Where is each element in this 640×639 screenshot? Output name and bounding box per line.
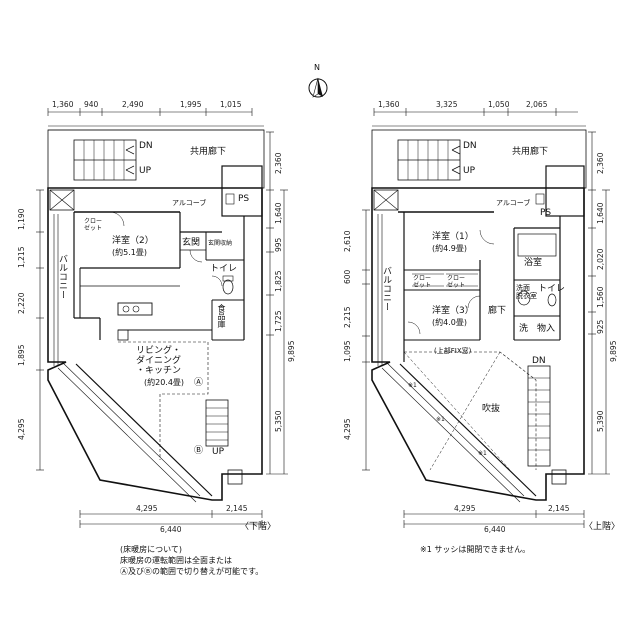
lower-ldk-name: リビング・ ダイニング ・キッチン xyxy=(136,346,182,376)
lower-heating-zone-a: Ⓐ xyxy=(194,378,204,388)
upper-room3-name: 洋室（3） xyxy=(432,306,474,316)
upper-bath-label: 浴室 xyxy=(524,258,543,268)
lower-note-line-1: 床暖房の運転範囲は全面または xyxy=(120,556,232,565)
lower-bottom-dim-1: 4,295 xyxy=(136,504,158,513)
upper-left-dim-5: 4,295 xyxy=(343,418,352,440)
lower-ps-label: PS xyxy=(238,194,250,204)
upper-room1-size: (約4.9畳) xyxy=(432,244,467,253)
upper-sash-mark-2: ※1 xyxy=(436,416,445,423)
upper-floor-plan xyxy=(362,108,610,528)
lower-right-dim-1: 2,360 xyxy=(274,152,283,174)
lower-bottom-dim-2: 2,145 xyxy=(226,504,248,513)
lower-balcony-label: バルコニー xyxy=(57,254,67,299)
upper-right-dim-6: 9,895 xyxy=(609,340,618,362)
upper-right-dim-2: 1,640 xyxy=(596,202,605,224)
lower-bottom-dim-3: 6,440 xyxy=(160,525,182,534)
lower-stair-up: UP xyxy=(139,166,152,176)
upper-top-dim-3: 1,050 xyxy=(488,100,510,109)
lower-stair-dn: DN xyxy=(139,141,153,151)
lower-left-dim-4: 1,895 xyxy=(17,344,26,366)
upper-left-dim-4: 1,095 xyxy=(343,340,352,362)
upper-room3-size: (約4.0畳) xyxy=(432,318,467,327)
upper-wash-mark: 洗 xyxy=(519,324,529,334)
lower-toilet-label: トイレ xyxy=(210,264,238,274)
upper-toilet-label: トイレ xyxy=(538,284,566,294)
north-arrow-icon xyxy=(308,77,328,98)
upper-left-dim-2: 600 xyxy=(343,269,352,284)
lower-note-line-2: Ⓐ及びⒷの範囲で切り替えが可能です。 xyxy=(120,567,264,576)
upper-top-dim-4: 2,065 xyxy=(526,100,548,109)
lower-corridor-label: 共用廊下 xyxy=(190,147,227,157)
upper-wash-label: 洗面 脱衣室 xyxy=(516,284,537,300)
upper-right-dim-4: 1,560 xyxy=(596,286,605,308)
upper-corridor-label: 共用廊下 xyxy=(512,147,549,157)
upper-closet-1-label: クロー ゼット xyxy=(413,275,432,289)
lower-right-dim-6: 9,895 xyxy=(287,340,296,362)
lower-right-dim-4: 1,825 xyxy=(274,270,283,292)
upper-top-dim-2: 3,325 xyxy=(436,100,458,109)
upper-sash-note: ※1 サッシは開閉できません。 xyxy=(420,545,531,554)
lower-closet-label: クロー ゼット xyxy=(84,218,103,232)
upper-right-dim-1: 2,360 xyxy=(596,152,605,174)
upper-bottom-dim-2: 2,145 xyxy=(548,504,570,513)
lower-note-title: (床暖房について) xyxy=(120,545,183,554)
upper-top-dim-1: 1,360 xyxy=(378,100,400,109)
upper-void-label: 吹抜 xyxy=(482,404,501,414)
upper-closet-2-label: クロー ゼット xyxy=(447,275,466,289)
lower-entrance-label: 玄関 xyxy=(182,238,201,248)
lower-left-dim-5: 4,295 xyxy=(17,418,26,440)
upper-hall-label: 廊下 xyxy=(488,306,507,316)
upper-fix-window-label: (上部FIX窓) xyxy=(434,347,472,355)
upper-right-dim-5: 925 xyxy=(596,319,605,334)
lower-room2-size: (約5.1畳) xyxy=(112,248,147,257)
lower-top-dim-4: 1,995 xyxy=(180,100,202,109)
lower-ldk-size: (約20.4畳) xyxy=(144,378,185,387)
upper-left-dim-1: 2,610 xyxy=(343,230,352,252)
lower-shoe-box-label: 玄関収納 xyxy=(208,240,233,247)
upper-storage-label: 物入 xyxy=(537,324,556,334)
upper-right-dim-7: 5,390 xyxy=(596,410,605,432)
lower-pantry-label: 食品庫 xyxy=(217,304,226,328)
lower-right-dim-7: 5,350 xyxy=(274,410,283,432)
lower-top-dim-2: 940 xyxy=(84,100,99,109)
upper-inner-stair-dn: DN xyxy=(532,356,546,366)
upper-bottom-dim-1: 4,295 xyxy=(454,504,476,513)
upper-stair-dn: DN xyxy=(463,141,477,151)
lower-top-dim-1: 1,360 xyxy=(52,100,74,109)
upper-sash-mark-1: ※1 xyxy=(408,382,417,389)
lower-floor-plan xyxy=(36,108,288,528)
upper-right-dim-3: 2,020 xyxy=(596,248,605,270)
lower-left-dim-2: 1,215 xyxy=(17,246,26,268)
compass-label: N xyxy=(314,63,320,72)
upper-ps-label: PS xyxy=(540,208,552,218)
lower-alcove-label: アルコーブ xyxy=(172,199,207,207)
upper-balcony-label: バルコニー xyxy=(381,266,391,311)
upper-sash-mark-3: ※1 xyxy=(478,450,487,457)
lower-left-dim-3: 2,220 xyxy=(17,292,26,314)
lower-right-dim-5: 1,725 xyxy=(274,310,283,332)
upper-alcove-label: アルコーブ xyxy=(496,199,531,207)
lower-floor-caption: 〈下階〉 xyxy=(240,522,277,532)
lower-right-dim-2: 1,640 xyxy=(274,202,283,224)
upper-floor-caption: 〈上階〉 xyxy=(584,522,621,532)
lower-left-dim-1: 1,190 xyxy=(17,208,26,230)
upper-bottom-dim-3: 6,440 xyxy=(484,525,506,534)
lower-heating-zone-b: Ⓑ xyxy=(194,446,204,456)
upper-left-dim-3: 2,215 xyxy=(343,306,352,328)
lower-top-dim-3: 2,490 xyxy=(122,100,144,109)
lower-top-dim-5: 1,015 xyxy=(220,100,242,109)
lower-room2-name: 洋室（2） xyxy=(112,236,154,246)
upper-stair-up: UP xyxy=(463,166,476,176)
lower-right-dim-3: 995 xyxy=(274,237,283,252)
lower-inner-stair-up: UP xyxy=(212,447,225,457)
upper-room1-name: 洋室（1） xyxy=(432,232,474,242)
